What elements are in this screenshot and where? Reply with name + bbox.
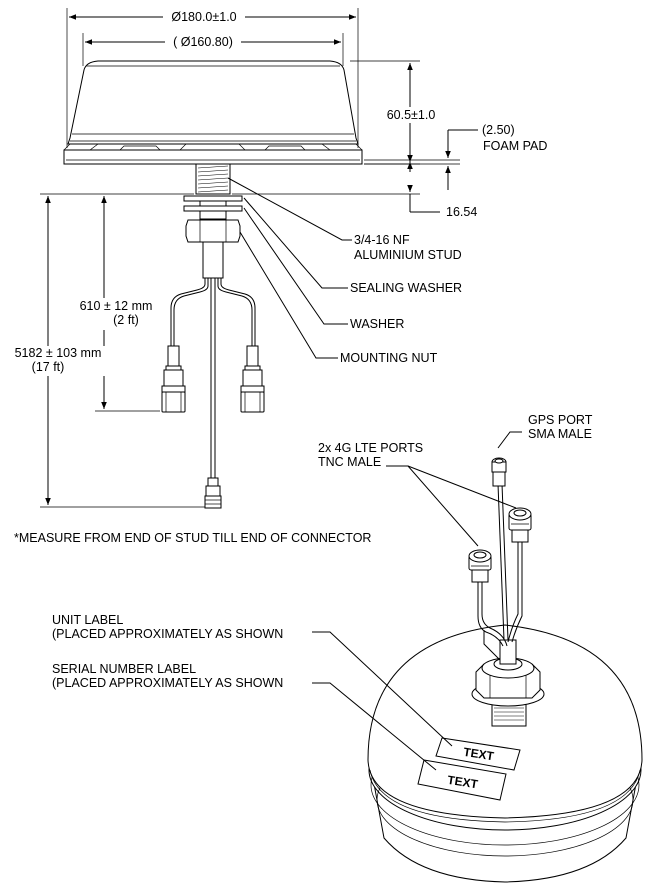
- stud-length-label: 16.54: [446, 205, 477, 219]
- iso-lte-connector-left: [468, 549, 492, 583]
- foam-pad-label: FOAM PAD: [483, 139, 547, 153]
- stud-callout-line1: 3/4-16 NF: [354, 233, 410, 247]
- sma-connector: [204, 477, 222, 509]
- short-cable-length-ft-label: (2 ft): [113, 313, 139, 327]
- tnc-connector-right: [240, 345, 265, 413]
- unit-label-callout-line1: UNIT LABEL: [52, 613, 123, 627]
- isometric-view: GPS PORT SMA MALE 2x 4G LTE PORTS TNC MA…: [52, 413, 643, 883]
- mounting-nut: [185, 219, 241, 243]
- cable-bundle: [170, 278, 256, 478]
- side-view: Ø180.0±1.0 ( Ø160.80): [6, 8, 547, 545]
- short-cable-length-label: 610 ± 12 mm: [80, 299, 153, 313]
- washer: [183, 205, 243, 212]
- outer-diameter-label: Ø180.0±1.0: [171, 10, 236, 24]
- iso-unit-label: TEXT: [435, 737, 521, 771]
- antenna-radome: [67, 60, 359, 145]
- long-cable-length-ft-label: (17 ft): [32, 360, 65, 374]
- iso-mounting-hardware: [471, 639, 545, 727]
- lte-ports-callout-line2: TNC MALE: [318, 455, 381, 469]
- lte-ports-callout-line1: 2x 4G LTE PORTS: [318, 441, 423, 455]
- stud-callout-line2: ALUMINIUM STUD: [354, 248, 462, 262]
- washer-callout: WASHER: [350, 317, 404, 331]
- foam-pad-thickness-label: (2.50): [482, 123, 515, 137]
- gps-port-callout-line1: GPS PORT: [528, 413, 593, 427]
- iso-cables: [477, 483, 523, 661]
- mounting-nut-callout: MOUNTING NUT: [340, 351, 438, 365]
- sealing-washer-callout: SEALING WASHER: [350, 281, 462, 295]
- sealing-washer: [183, 195, 243, 202]
- serial-label-callout-line1: SERIAL NUMBER LABEL: [52, 662, 196, 676]
- unit-label-text: TEXT: [462, 745, 495, 764]
- tnc-connector-left: [161, 345, 186, 413]
- iso-gps-connector: [491, 457, 507, 487]
- measurement-note: *MEASURE FROM END OF STUD TILL END OF CO…: [14, 531, 371, 545]
- long-cable-length-label: 5182 ± 103 mm: [15, 346, 102, 360]
- inner-diameter-label: ( Ø160.80): [173, 35, 233, 49]
- serial-label-text: TEXT: [446, 773, 479, 792]
- iso-serial-label: TEXT: [417, 759, 507, 801]
- serial-label-callout-line2: (PLACED APPROXIMATELY AS SHOWN: [52, 676, 283, 690]
- height-label: 60.5±1.0: [387, 108, 436, 122]
- iso-lte-connector-right: [508, 507, 532, 543]
- unit-label-callout-line2: (PLACED APPROXIMATELY AS SHOWN: [52, 627, 283, 641]
- gps-port-callout-line2: SMA MALE: [528, 427, 592, 441]
- antenna-base-plate: [63, 149, 363, 165]
